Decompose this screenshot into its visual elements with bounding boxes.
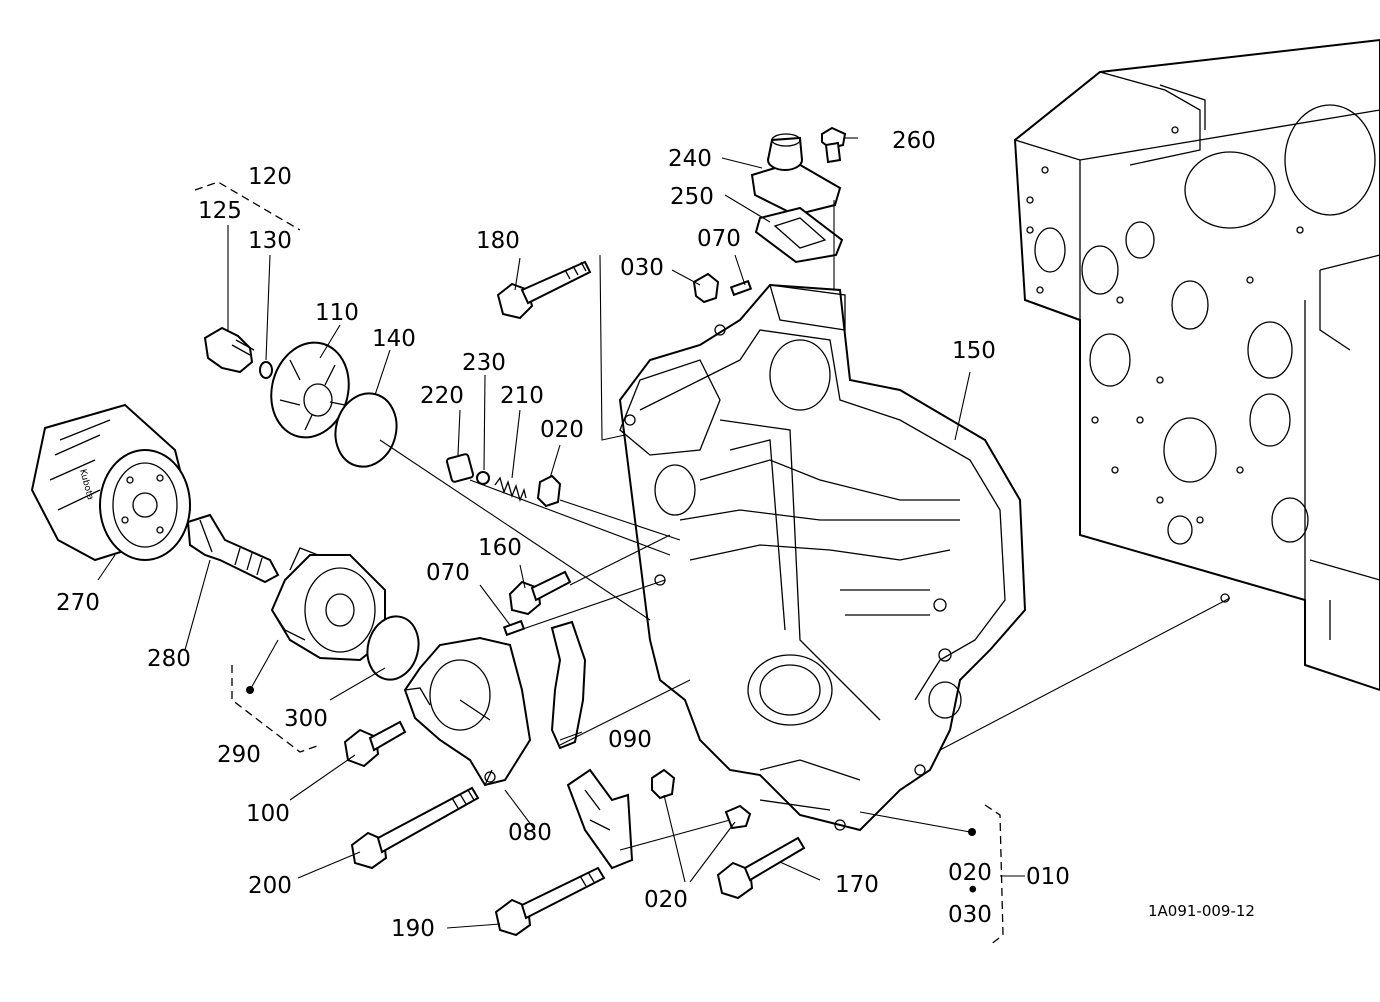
callout-160: 160	[478, 535, 522, 561]
callout-240: 240	[668, 146, 712, 172]
ball-230	[476, 471, 490, 485]
callout-070-upper: 070	[697, 226, 741, 252]
callout-100: 100	[246, 801, 290, 827]
bolt-180	[496, 260, 592, 320]
callout-090: 090	[608, 727, 652, 753]
callout-070-lower: 070	[426, 560, 470, 586]
pin-070-low	[502, 619, 526, 637]
callout-220: 220	[420, 383, 464, 409]
callout-separator-dot: •	[966, 878, 980, 904]
callout-030-set: 030	[948, 902, 992, 928]
assembly-brackets	[194, 181, 1004, 946]
callout-125: 125	[198, 198, 242, 224]
filter-pipe	[186, 513, 280, 584]
callout-150: 150	[952, 338, 996, 364]
bolt-260	[821, 126, 847, 164]
leader-lines	[97, 137, 1025, 929]
o-ring-300	[366, 615, 420, 681]
callout-290: 290	[217, 742, 261, 768]
bolt-100	[343, 720, 407, 768]
plug-030-top	[692, 272, 720, 304]
bolt-160	[508, 570, 572, 616]
relief-valve	[203, 326, 273, 379]
callout-210: 210	[500, 383, 544, 409]
oil-filter: Kubota	[30, 403, 192, 562]
callout-180: 180	[476, 228, 520, 254]
callout-020-set: 020	[948, 860, 992, 886]
callout-030-upper: 030	[620, 255, 664, 281]
assembly-dot-290	[246, 686, 254, 694]
bolt-200	[350, 786, 480, 870]
callout-010: 010	[1026, 864, 1070, 890]
callout-230: 230	[462, 350, 506, 376]
bolt-190	[494, 866, 606, 937]
gasket-090	[550, 620, 587, 750]
callout-270: 270	[56, 590, 100, 616]
filter-bracket	[270, 341, 350, 439]
spring-210	[494, 476, 527, 503]
assembly-dot-010	[968, 828, 976, 836]
plug-020-top	[536, 474, 562, 508]
callout-170: 170	[835, 872, 879, 898]
callout-110: 110	[315, 300, 359, 326]
gear-case	[618, 283, 1027, 832]
engine-block	[1013, 38, 1380, 692]
callout-130: 130	[248, 228, 292, 254]
callout-190: 190	[391, 916, 435, 942]
gasket-250	[754, 206, 844, 264]
callout-300: 300	[284, 706, 328, 732]
callout-280: 280	[147, 646, 191, 672]
valve-220	[445, 453, 475, 483]
callout-250: 250	[670, 184, 714, 210]
water-flange	[750, 133, 842, 217]
callout-120: 120	[248, 164, 292, 190]
stay-bracket	[566, 768, 634, 870]
bolt-170	[716, 836, 806, 900]
plug-020-low	[651, 768, 752, 830]
pin-070-top	[729, 279, 753, 297]
callout-020-upper: 020	[540, 417, 584, 443]
alignment-lines	[379, 200, 1231, 851]
drawing-code: 1A091-009-12	[1148, 902, 1255, 920]
callout-260: 260	[892, 128, 936, 154]
oil-pump-cover	[403, 636, 532, 787]
callout-200: 200	[248, 873, 292, 899]
callout-140: 140	[372, 326, 416, 352]
callout-080: 080	[508, 820, 552, 846]
callout-020-lower: 020	[644, 887, 688, 913]
